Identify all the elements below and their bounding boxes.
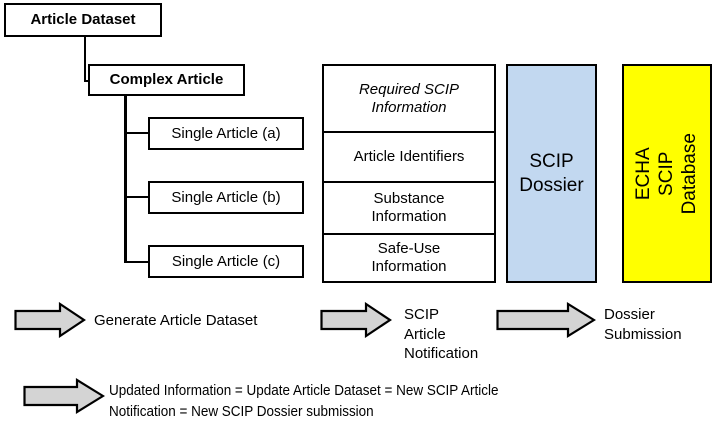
scip-table-header: Required SCIP Information (324, 66, 494, 133)
node-echa-scip-database: ECHA SCIP Database (622, 64, 712, 283)
connector-dataset-vertical (84, 37, 86, 82)
node-scip-dossier: SCIP Dossier (506, 64, 597, 283)
connector-stub-single-c (124, 261, 150, 263)
node-complex-article: Complex Article (88, 64, 245, 96)
arrow-caption-scip-article-notification: SCIP Article Notification (404, 306, 479, 362)
right-arrow-icon (23, 378, 105, 414)
right-arrow-icon (14, 302, 86, 338)
right-arrow-icon (496, 302, 596, 338)
connector-trunk-vertical (124, 96, 127, 263)
scip-table-row-safe-use-information: Safe-Use Information (371, 240, 447, 275)
connector-dataset-horizontal (84, 80, 90, 82)
arrow-caption-dossier-submission: Dossier Submission (604, 306, 682, 343)
connector-stub-single-b (124, 196, 150, 198)
node-article-dataset: Article Dataset (4, 3, 162, 37)
connector-stub-single-a (124, 132, 150, 134)
node-single-article-c: Single Article (c) (148, 245, 304, 278)
echa-scip-database-label: ECHA SCIP Database (633, 132, 701, 215)
node-single-article-b: Single Article (b) (148, 181, 304, 214)
scip-table-row-article-identifiers: Article Identifiers (324, 133, 494, 183)
scip-information-table: Required SCIP Information Article Identi… (322, 64, 496, 283)
node-single-article-a: Single Article (a) (148, 117, 304, 150)
arrow-caption-generate-article-dataset: Generate Article Dataset (94, 312, 258, 329)
arrow-caption-updated-information: Updated Information = Update Article Dat… (109, 383, 499, 421)
scip-table-row-substance-information: Substance Information (324, 183, 494, 235)
right-arrow-icon (320, 302, 392, 338)
connector-trunk-top (124, 96, 126, 106)
